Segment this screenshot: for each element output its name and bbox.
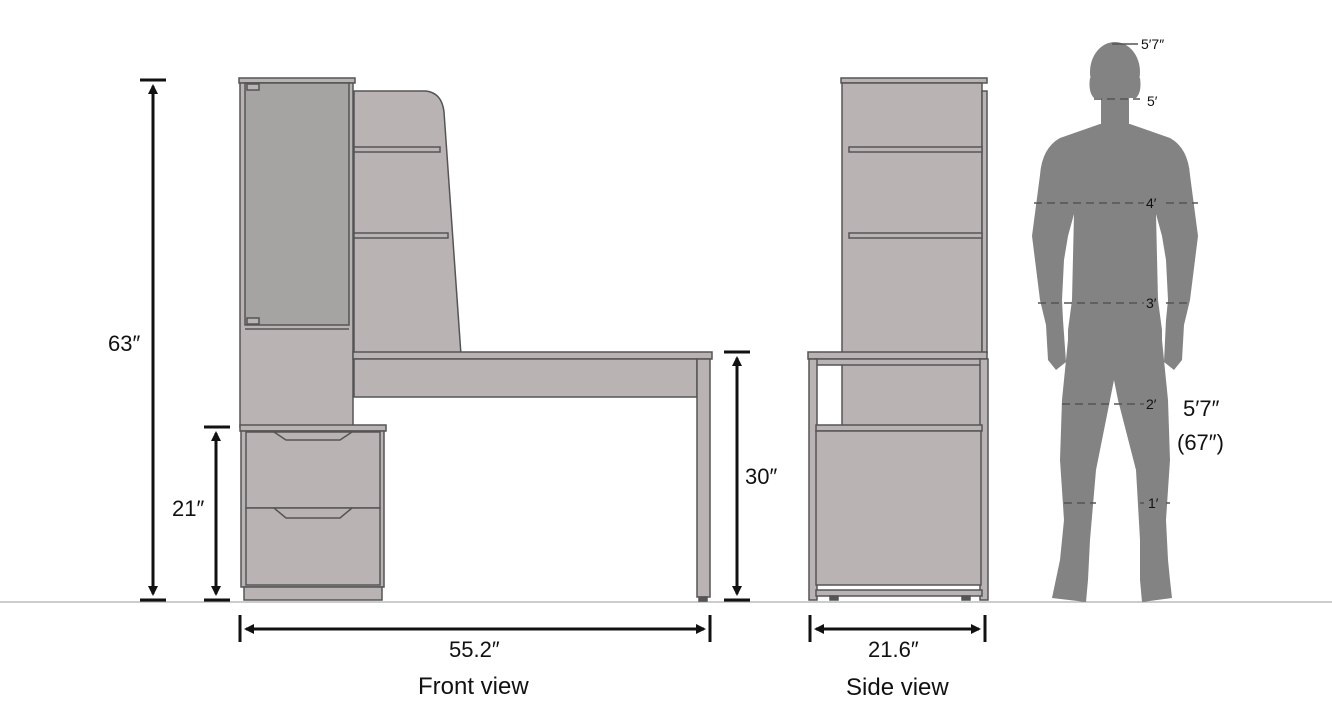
front-shelf-2: [353, 232, 449, 239]
side-shelf-1: [848, 146, 983, 153]
front-desk-apron: [353, 358, 698, 398]
scale-mark-2: 2′: [1146, 396, 1157, 412]
person-scale-labels: 5′7″ 5′ 4′ 3′ 2′ 1′: [1141, 36, 1164, 511]
scale-mark-1: 1′: [1148, 495, 1159, 511]
side-drawer-top: [815, 424, 983, 432]
dimension-lines: [140, 78, 987, 642]
side-tall-unit: [841, 82, 983, 429]
front-drawer-plinth: [243, 586, 383, 601]
front-door-hinge-bottom: [246, 317, 260, 325]
side-shelf-2: [848, 232, 983, 239]
front-desk-leg: [696, 358, 711, 598]
scale-mark-5: 5′: [1147, 93, 1158, 109]
scale-mark-5-7: 5′7″: [1141, 36, 1164, 52]
person-height-label: 5′7″: [1183, 396, 1220, 421]
depth-label: 21.6″: [868, 637, 919, 662]
front-glass-door: [244, 82, 350, 326]
scale-mark-3: 3′: [1146, 295, 1157, 311]
side-desk-rail: [814, 358, 983, 366]
front-drawer-top: [239, 424, 387, 432]
front-drawer-2: [245, 507, 381, 586]
front-view-furniture: [238, 77, 713, 602]
front-door-hinge-top: [246, 83, 260, 91]
person-height-inches: (67″): [1177, 430, 1224, 455]
drawer-height-label: 21″: [172, 496, 204, 521]
front-view-caption: Front view: [418, 673, 529, 700]
total-height-label: 63″: [108, 331, 140, 356]
person-scale-lines: [1034, 43, 1198, 504]
width-label: 55.2″: [449, 637, 500, 662]
front-desktop: [352, 351, 713, 360]
side-bottom-rail: [815, 589, 983, 597]
desk-height-label: 30″: [745, 464, 777, 489]
person-silhouette: [1032, 42, 1198, 602]
front-shelf-1: [353, 146, 441, 153]
side-view-caption: Side view: [846, 674, 949, 701]
side-desktop: [807, 351, 988, 360]
side-view-furniture: [807, 77, 989, 601]
scale-mark-4: 4′: [1146, 195, 1157, 211]
front-hutch-panel: [353, 90, 462, 356]
side-drawer-body: [815, 430, 982, 586]
front-drawer-1: [245, 431, 381, 509]
